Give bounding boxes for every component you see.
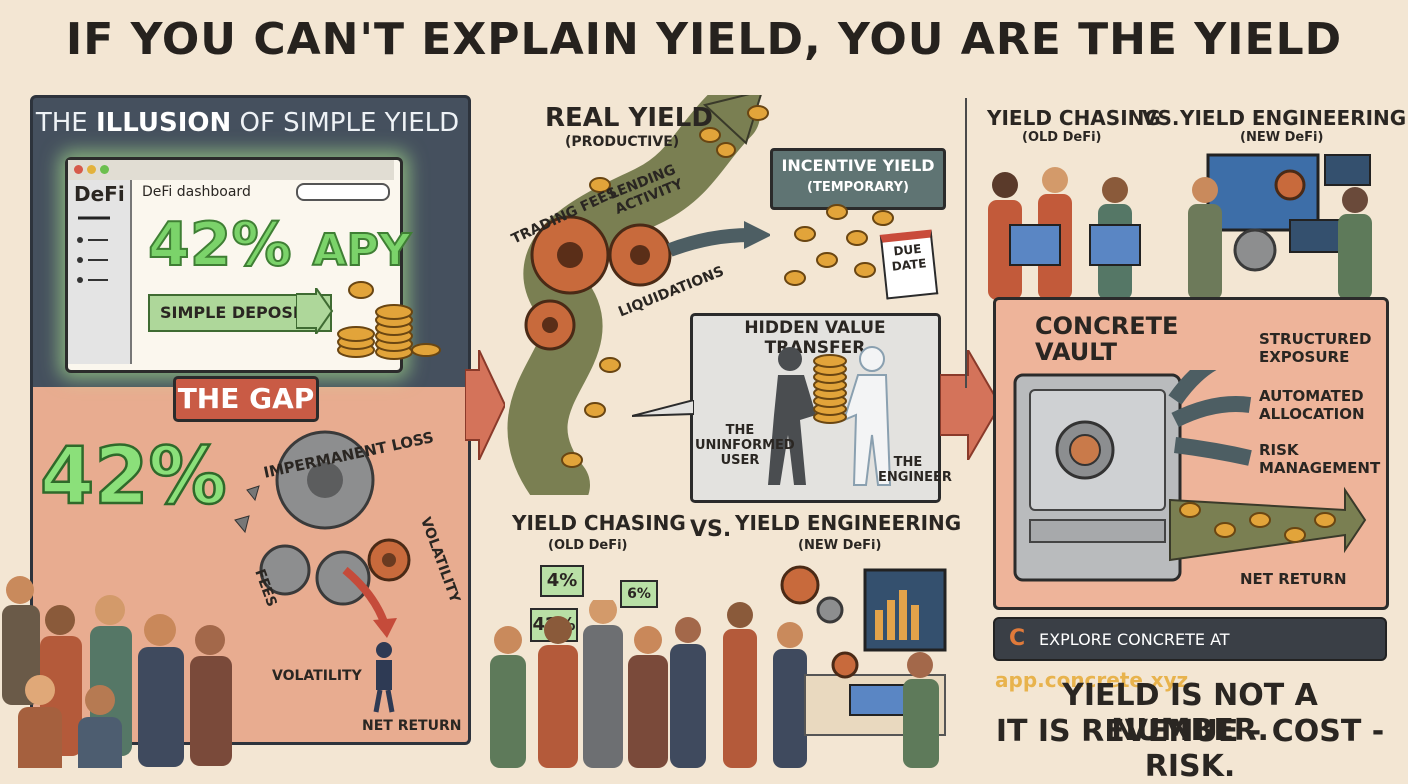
deposit-arrow-icon <box>296 288 334 334</box>
right-vs-label: VS. <box>1142 106 1180 130</box>
the-gap-label: THE GAP <box>173 376 319 422</box>
concrete-logo-icon: C <box>1009 626 1026 651</box>
tagline-line-2: IT IS REVENUE - COST - RISK. <box>995 714 1385 784</box>
right-yield-engineering-heading: YIELD ENGINEERING <box>1180 106 1407 130</box>
illusion-heading-pre: THE <box>35 108 96 138</box>
apy-display: 42% APY <box>147 209 412 281</box>
falling-person-icon <box>373 642 395 713</box>
dashboard-titlebar <box>68 160 394 180</box>
page-title: IF YOU CAN'T EXPLAIN YIELD, YOU ARE THE … <box>65 14 1343 65</box>
crowd-illustration <box>2 576 232 768</box>
vault-safe-illustration <box>1013 370 1367 582</box>
flow-arrow-2-icon <box>940 350 1000 460</box>
uninformed-user-label: THE UNINFORMED USER <box>695 423 795 468</box>
headline-apy-value: 42% <box>39 431 228 524</box>
illusion-heading-bold: ILLUSION <box>95 108 232 138</box>
dashboard-sidebar <box>68 180 132 364</box>
incentive-yield-subtitle: (TEMPORARY) <box>807 180 909 195</box>
due-date-calendar-icon: DUE DATE <box>879 229 939 300</box>
yield-engineering-team-illustration <box>723 565 947 768</box>
automated-allocation-label: AUTOMATED ALLOCATION <box>1259 387 1365 423</box>
bubble-4-percent: 4% <box>540 565 584 597</box>
apy-unit: APY <box>312 224 412 277</box>
vault-title-line-1: CONCRETE <box>1035 312 1179 340</box>
section-divider <box>965 98 967 388</box>
minimize-dot-icon <box>87 165 96 174</box>
illusion-heading: THE ILLUSION OF SIMPLE YIELD <box>30 108 465 138</box>
real-yield-vine-illustration <box>507 95 770 495</box>
explore-url-link[interactable]: app.concrete.xyz <box>995 668 1189 692</box>
sidebar-menu-icon <box>77 216 110 283</box>
risk-management-label: RISK MANAGEMENT <box>1259 441 1381 477</box>
old-defi-subheading: (OLD DeFi) <box>548 538 628 553</box>
new-defi-subheading: (NEW DeFi) <box>798 538 882 553</box>
volatility-label: VOLATILITY <box>272 668 362 684</box>
falling-coins-icon <box>784 204 894 286</box>
callout-pointer-icon <box>632 400 694 417</box>
maximize-dot-icon <box>100 165 109 174</box>
real-yield-heading: REAL YIELD <box>545 103 713 133</box>
incentive-yield-title: INCENTIVE YIELD <box>781 156 935 175</box>
dashboard-title: DeFi dashboard <box>142 184 251 200</box>
right-new-defi-subheading: (NEW DeFi) <box>1240 130 1324 145</box>
apy-value: 42% <box>147 209 293 281</box>
tagline-line-1: YIELD IS NOT A NUMBER. <box>1062 678 1318 748</box>
yield-chasing-heading: YIELD CHASING <box>512 511 686 535</box>
dashboard-search-input[interactable] <box>296 183 390 201</box>
right-old-defi-subheading: (OLD DeFi) <box>1022 130 1102 145</box>
explore-text: EXPLORE CONCRETE AT <box>1039 630 1230 649</box>
value-transfer-figures-illustration <box>768 346 892 486</box>
explore-concrete-banner[interactable]: C EXPLORE CONCRETE AT app.concrete.xyz <box>993 617 1387 692</box>
bubble-6-percent: 6% <box>620 580 658 608</box>
hidden-value-transfer-box <box>690 313 941 503</box>
right-yield-chasing-heading: YIELD CHASING <box>987 106 1161 130</box>
yield-chasing-crowd-illustration <box>490 600 706 768</box>
vs-label: VS. <box>690 517 732 542</box>
illusion-heading-post: OF SIMPLE YIELD <box>231 108 460 138</box>
chasing-vs-engineering-illustration <box>988 153 1372 300</box>
coin-stack-icon <box>337 281 441 360</box>
incentive-yield-box: INCENTIVE YIELD (TEMPORARY) <box>770 148 946 210</box>
net-return-label: NET RETURN <box>362 718 462 734</box>
real-yield-subheading: (PRODUCTIVE) <box>565 134 680 150</box>
dashboard-brand: DeFi <box>74 182 125 206</box>
flow-arrow-1-icon <box>465 350 505 460</box>
yield-engineering-heading: YIELD ENGINEERING <box>735 511 962 535</box>
vault-net-return-label: NET RETURN <box>1240 570 1347 588</box>
structured-exposure-label: STRUCTURED EXPOSURE <box>1259 330 1372 366</box>
vault-title-line-2: VAULT <box>1035 338 1117 366</box>
engineer-label: THE ENGINEER <box>878 455 952 485</box>
close-dot-icon <box>74 165 83 174</box>
broken-gears-illustration <box>234 430 411 638</box>
